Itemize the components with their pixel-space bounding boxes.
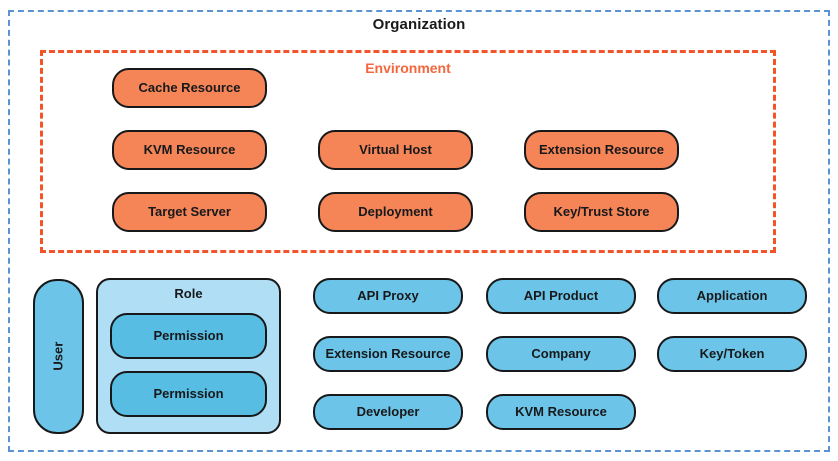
environment-title: Environment [365, 60, 451, 76]
node-label: Target Server [148, 203, 231, 219]
node-label: Key/Trust Store [553, 203, 650, 219]
entity-node-api-proxy[interactable]: API Proxy [313, 278, 463, 314]
node-label: Company [531, 345, 591, 361]
node-label: Permission [153, 327, 224, 343]
env-node-deployment[interactable]: Deployment [318, 192, 473, 232]
node-label: API Product [523, 287, 599, 303]
node-label: KVM Resource [143, 141, 236, 157]
node-label: Deployment [358, 203, 433, 219]
entity-node-key-token[interactable]: Key/Token [657, 336, 807, 372]
env-node-cache-resource[interactable]: Cache Resource [112, 68, 267, 108]
entity-node-developer[interactable]: Developer [313, 394, 463, 430]
permission-node-permission[interactable]: Permission [110, 313, 267, 359]
node-label: Permission [153, 385, 224, 401]
node-label: Extension Resource [325, 345, 451, 361]
entity-node-kvm-resource[interactable]: KVM Resource [486, 394, 636, 430]
user-node-label: User [50, 342, 66, 371]
permission-node-permission[interactable]: Permission [110, 371, 267, 417]
node-label: Extension Resource [539, 141, 664, 157]
node-label: KVM Resource [515, 403, 607, 419]
env-node-key-trust-store[interactable]: Key/Trust Store [524, 192, 679, 232]
entity-node-api-product[interactable]: API Product [486, 278, 636, 314]
env-node-target-server[interactable]: Target Server [112, 192, 267, 232]
environment-boundary [40, 50, 776, 253]
entity-node-extension-resource[interactable]: Extension Resource [313, 336, 463, 372]
entity-node-company[interactable]: Company [486, 336, 636, 372]
user-node[interactable]: User [33, 279, 84, 434]
entity-node-application[interactable]: Application [657, 278, 807, 314]
node-label: Developer [356, 403, 420, 419]
node-label: API Proxy [357, 287, 419, 303]
node-label: Key/Token [699, 345, 765, 361]
node-label: Virtual Host [359, 141, 432, 157]
env-node-kvm-resource[interactable]: KVM Resource [112, 130, 267, 170]
role-title: Role [174, 286, 203, 301]
node-label: Cache Resource [138, 79, 241, 95]
node-label: Application [696, 287, 768, 303]
env-node-virtual-host[interactable]: Virtual Host [318, 130, 473, 170]
env-node-extension-resource[interactable]: Extension Resource [524, 130, 679, 170]
organization-boundary [8, 10, 830, 452]
organization-title: Organization [372, 16, 466, 33]
